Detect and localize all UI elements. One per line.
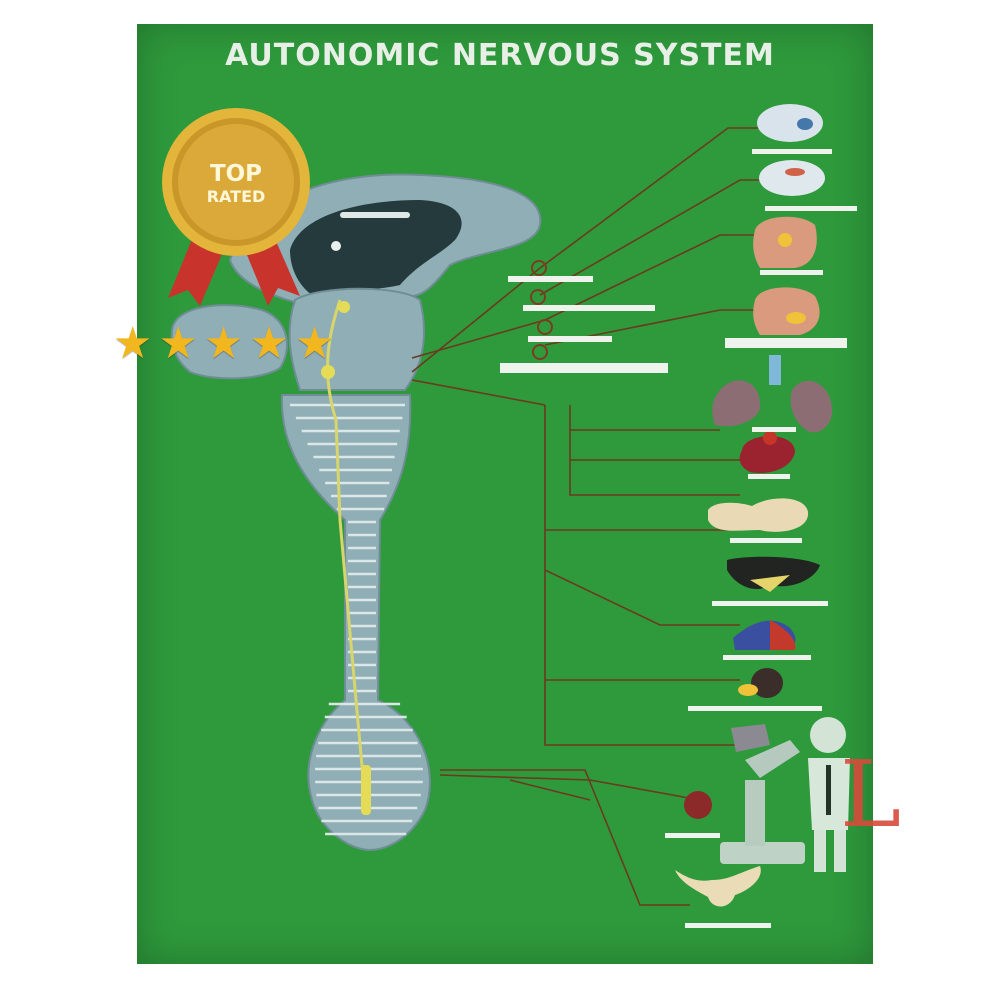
nerve-connections bbox=[411, 127, 760, 906]
person-head bbox=[810, 717, 846, 753]
ganglion-marker bbox=[338, 301, 350, 313]
ganglion-marker bbox=[321, 365, 335, 379]
eye-lens-icon bbox=[759, 160, 825, 196]
eye-iris bbox=[797, 118, 813, 130]
adrenal-gland bbox=[738, 684, 758, 696]
ganglion-label-plates bbox=[500, 276, 668, 373]
ganglion-circles bbox=[530, 260, 553, 360]
liver-icon bbox=[727, 556, 820, 590]
eye-icon bbox=[757, 104, 823, 142]
board-title: AUTONOMIC NERVOUS SYSTEM bbox=[225, 38, 775, 73]
spinal-segment-stripes bbox=[290, 403, 423, 836]
trachea bbox=[769, 355, 781, 385]
star-icon: ★ bbox=[249, 319, 289, 368]
uterus-icon bbox=[675, 866, 761, 907]
brainstem-shape bbox=[288, 287, 426, 391]
lab-technician-watermark bbox=[720, 717, 850, 872]
heart-icon bbox=[739, 436, 795, 474]
cerebellum-shape bbox=[170, 304, 288, 380]
star-icon: ★ bbox=[113, 319, 153, 368]
star-icon: ★ bbox=[203, 319, 244, 368]
gallbladder bbox=[750, 575, 790, 592]
brain-ventricle bbox=[290, 200, 462, 300]
brain-nucleus bbox=[331, 241, 341, 251]
spinal-cord bbox=[280, 394, 431, 852]
gland-dot bbox=[778, 233, 792, 247]
star-icon: ★ bbox=[294, 319, 335, 368]
badge-top-text: TOP bbox=[209, 161, 263, 187]
corpus-callosum bbox=[340, 212, 410, 218]
star-rating: ★★★★★ bbox=[113, 322, 340, 366]
badge-rated-text: RATED bbox=[206, 187, 266, 206]
star-icon: ★ bbox=[158, 319, 198, 368]
eye-lens-core bbox=[785, 168, 805, 176]
watermark-letter: L bbox=[840, 741, 901, 848]
organ-label-plates bbox=[665, 149, 857, 928]
pancreas-red bbox=[770, 620, 796, 650]
bladder-icon bbox=[684, 791, 712, 819]
kidney-icon bbox=[751, 668, 783, 698]
intestine-icon bbox=[731, 724, 770, 752]
cauda-marker bbox=[361, 765, 371, 815]
top-rated-badge: TOP RATED bbox=[163, 109, 309, 255]
salivary-gland bbox=[786, 312, 806, 324]
lungs-icon bbox=[712, 380, 833, 433]
heart-top bbox=[763, 431, 777, 445]
face-icon bbox=[753, 287, 820, 335]
stomach-icon bbox=[708, 498, 809, 532]
badge-seal-inner bbox=[178, 124, 294, 240]
